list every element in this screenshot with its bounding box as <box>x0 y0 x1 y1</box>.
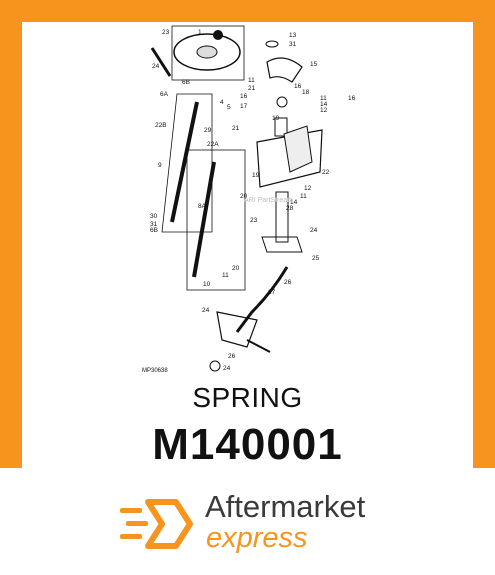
callout-6a: 6A <box>160 91 169 98</box>
callout-6: 6B <box>150 227 158 234</box>
callout-25: 25 <box>312 255 320 262</box>
upper-nut <box>265 40 279 48</box>
steering-column-b <box>192 161 216 278</box>
callout-21-lower: 20 <box>232 265 240 272</box>
callout-11: 12 <box>320 107 328 114</box>
callout-8a: 8A <box>198 203 207 210</box>
column-detail-box-b <box>186 149 246 291</box>
column-detail-box-a <box>161 93 213 233</box>
brand-logo-icon <box>120 499 193 549</box>
steering-column-a <box>170 101 199 223</box>
callout-5: 5 <box>227 104 231 111</box>
callout-24: 24 <box>310 227 318 234</box>
callout-11b: 12 <box>304 185 312 192</box>
callout-3: 24 <box>152 63 160 70</box>
callout-20b: 21 <box>232 125 240 132</box>
callout-10: 11 <box>248 77 255 84</box>
callout-15: 15 <box>310 61 318 68</box>
callout-19: 19 <box>272 115 280 122</box>
gear-housing <box>283 125 313 173</box>
product-card: 23 24 1 6A 6B 4 5 22B 29 22A 9 8A 30 31 … <box>22 22 473 469</box>
callout-6b: 6B <box>182 79 190 86</box>
steering-wheel <box>173 33 241 71</box>
wheel-cap <box>213 30 223 40</box>
callout-16: 16 <box>240 93 248 100</box>
part-name: SPRING <box>192 382 303 413</box>
sector-gear <box>266 57 303 83</box>
wheel-hub <box>196 45 218 59</box>
callout-18: 18 <box>302 89 310 96</box>
spindle-arm <box>216 311 258 348</box>
callout-17: 17 <box>240 103 248 110</box>
callout-24b: 24 <box>202 307 210 314</box>
wheel-detail-box <box>171 25 245 81</box>
callout-31: 31 <box>150 221 158 228</box>
callout-8b: 9 <box>158 162 162 169</box>
parts-diagram: 23 24 1 6A 6B 4 5 22B 29 22A 9 8A 30 31 … <box>142 25 356 374</box>
callout-14: 14 <box>320 101 328 108</box>
callout-21: 20 <box>240 193 248 200</box>
callout-27: 27 <box>268 289 276 296</box>
callout-1: 1 <box>198 29 202 36</box>
brand-name-main: Aftermarket <box>205 489 366 524</box>
drag-link <box>235 266 289 333</box>
callout-22a: 22A <box>207 141 219 148</box>
callout-29: 29 <box>204 127 212 134</box>
spacer <box>274 117 288 137</box>
figure-id: MP30638 <box>142 368 168 374</box>
tie-rod-end <box>246 339 271 353</box>
part-number: M140001 <box>152 420 343 469</box>
callout-10c: 11 <box>300 193 307 200</box>
callout-2: 23 <box>162 29 170 36</box>
callout-14b: 14 <box>290 199 298 206</box>
brand-footer: Aftermarket express <box>0 468 495 575</box>
spindle-nut <box>209 360 221 372</box>
callout-24c: 24 <box>223 365 231 372</box>
callout-16c: 16 <box>348 95 356 102</box>
callout-4: 4 <box>220 99 224 106</box>
callout-16b: 16 <box>294 83 302 90</box>
callout-30: 30 <box>150 213 158 220</box>
brand-name-sub: express <box>206 522 308 554</box>
callout-31-upper: 31 <box>289 41 297 48</box>
callout-28: 28 <box>286 205 294 212</box>
callout-20: 21 <box>248 85 256 92</box>
callout-23: 23 <box>250 217 258 224</box>
callout-10b: 11 <box>320 95 327 102</box>
diagram-watermark: ARI PartStream <box>244 197 293 204</box>
bushing <box>276 96 288 108</box>
callout-13: 13 <box>289 32 297 39</box>
callout-26: 26 <box>284 279 292 286</box>
callout-22b: 22B <box>155 122 167 129</box>
hand-lever <box>150 47 172 77</box>
callout-22: 22 <box>322 169 330 176</box>
callout-12: 11 <box>222 272 229 279</box>
callout-19b: 19 <box>252 172 260 179</box>
callout-9: 10 <box>203 281 211 288</box>
lower-shaft <box>275 191 289 243</box>
pitman-arm <box>261 236 303 253</box>
callout-26b: 26 <box>228 353 236 360</box>
